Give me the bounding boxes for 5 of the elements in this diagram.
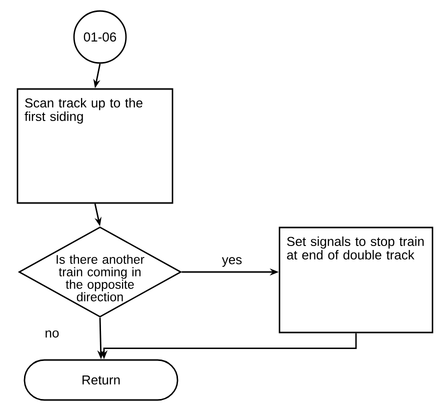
edge-label: no	[46, 330, 59, 338]
edge-label: yes	[222, 257, 242, 267]
terminator: Return	[24, 359, 178, 401]
process-box: Scan track up to the first siding	[16, 88, 174, 204]
process-box: Set signals to stop train at end of double track	[278, 226, 434, 334]
